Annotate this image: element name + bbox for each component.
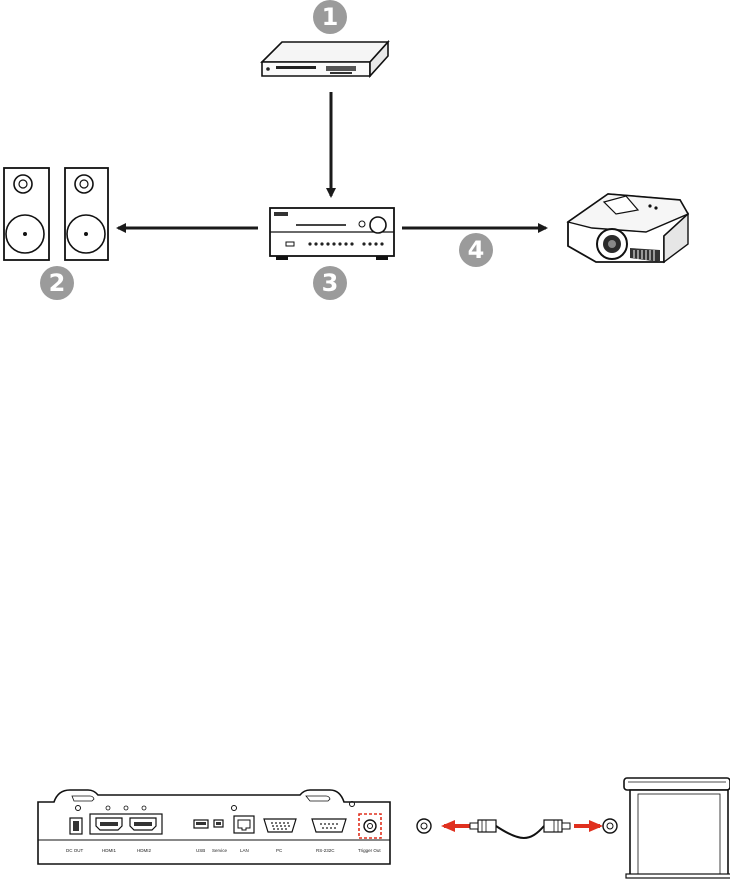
media-player-icon [260, 39, 390, 79]
label-service: Service [212, 848, 228, 853]
callout-1: 1 [313, 0, 347, 34]
label-usb: USB [196, 848, 206, 853]
label-lan: LAN [240, 848, 249, 853]
rs232c-port [311, 818, 347, 833]
hdmi1-port [95, 817, 123, 831]
label-trigger-out: Trigger Out [358, 848, 381, 853]
hdmi2-port [129, 817, 157, 831]
usb-port [193, 819, 209, 829]
pc-port [263, 818, 297, 833]
callout-3: 3 [313, 266, 347, 300]
hdmi-ports-group [89, 813, 163, 835]
label-dc-out: DC OUT [66, 848, 84, 853]
label-hdmi2: HDMI2 [137, 848, 152, 853]
callout-2: 2 [40, 266, 74, 300]
projection-screen-icon [623, 777, 730, 879]
label-hdmi1: HDMI1 [102, 848, 117, 853]
projector-icon [566, 193, 690, 264]
label-pc: PC [276, 848, 283, 853]
service-port [213, 819, 224, 828]
trigger-out-port [358, 813, 382, 839]
speakers-icon [3, 167, 109, 261]
lan-port [233, 815, 255, 834]
trigger-cable [416, 818, 618, 839]
av-receiver-icon [269, 207, 395, 260]
label-rs232c: RS-232C [316, 848, 335, 853]
dc-out-port [69, 817, 83, 835]
callout-4: 4 [459, 233, 493, 267]
